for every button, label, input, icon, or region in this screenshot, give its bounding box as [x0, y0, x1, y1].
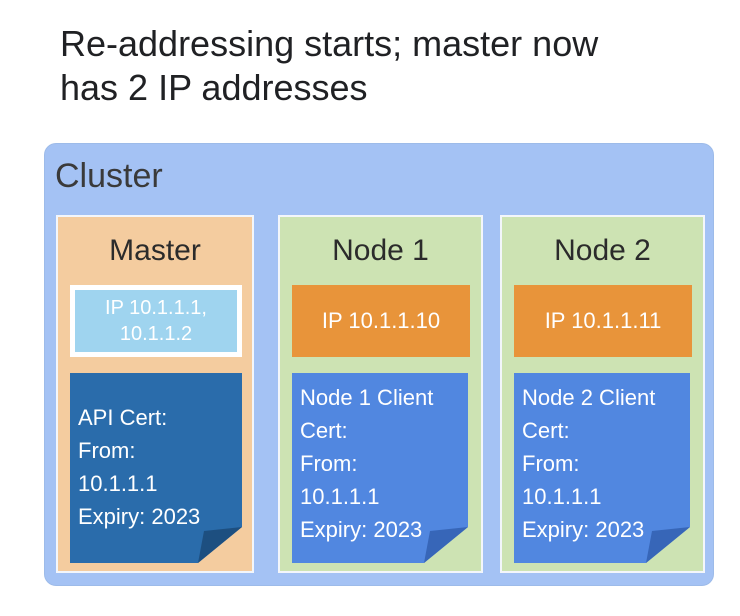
node1-cert-line-1: Node 1 Client: [300, 385, 434, 410]
node2-title: Node 2: [554, 234, 651, 267]
page-fold-icon: [646, 527, 690, 563]
node1-cert-line-3: From:: [300, 451, 358, 476]
api-cert-line-4: Expiry: 2023: [78, 504, 201, 529]
master-ip-box: IP 10.1.1.1, 10.1.1.2: [70, 285, 242, 357]
api-cert-line-2: From:: [78, 438, 136, 463]
node2-column: Node 2 IP 10.1.1.11 Node 2 Client Cert: …: [500, 215, 705, 573]
node2-cert-line-5: Expiry: 2023: [522, 517, 645, 542]
node1-cert-card: Node 1 Client Cert: From: 10.1.1.1 Expir…: [292, 373, 468, 563]
master-ip-line-2: 10.1.1.2: [119, 323, 193, 345]
node1-cert-line-4: 10.1.1.1: [300, 484, 380, 509]
master-ip-line-1: IP 10.1.1.1,: [105, 297, 207, 319]
master-title: Master: [109, 234, 201, 267]
api-cert-line-1: API Cert:: [78, 405, 168, 430]
node1-ip-box: IP 10.1.1.10: [292, 285, 470, 357]
slide-title-line-2: has 2 IP addresses: [60, 67, 368, 108]
node2-ip-box: IP 10.1.1.11: [514, 285, 692, 357]
node2-cert-line-3: From:: [522, 451, 580, 476]
api-cert-card: API Cert: From: 10.1.1.1 Expiry: 2023: [70, 373, 242, 563]
node2-cert-card: Node 2 Client Cert: From: 10.1.1.1 Expir…: [514, 373, 690, 563]
node1-cert-line-5: Expiry: 2023: [300, 517, 423, 542]
api-cert-line-3: 10.1.1.1: [78, 471, 158, 496]
master-column: Master IP 10.1.1.1, 10.1.1.2 API Cert: F…: [56, 215, 254, 573]
slide-title-line-1: Re-addressing starts; master now: [60, 23, 599, 64]
page-fold-icon: [424, 527, 468, 563]
node2-cert-line-2: Cert:: [522, 418, 570, 443]
page-fold-icon: [198, 527, 242, 563]
node1-title: Node 1: [332, 234, 429, 267]
node1-column: Node 1 IP 10.1.1.10 Node 1 Client Cert: …: [278, 215, 483, 573]
slide-title: Re-addressing starts; master now has 2 I…: [60, 22, 700, 110]
cluster-label: Cluster: [55, 157, 163, 195]
cluster-container: Cluster Master IP 10.1.1.1, 10.1.1.2 API…: [44, 143, 714, 586]
node2-cert-line-4: 10.1.1.1: [522, 484, 602, 509]
node1-cert-line-2: Cert:: [300, 418, 348, 443]
node2-cert-line-1: Node 2 Client: [522, 385, 656, 410]
